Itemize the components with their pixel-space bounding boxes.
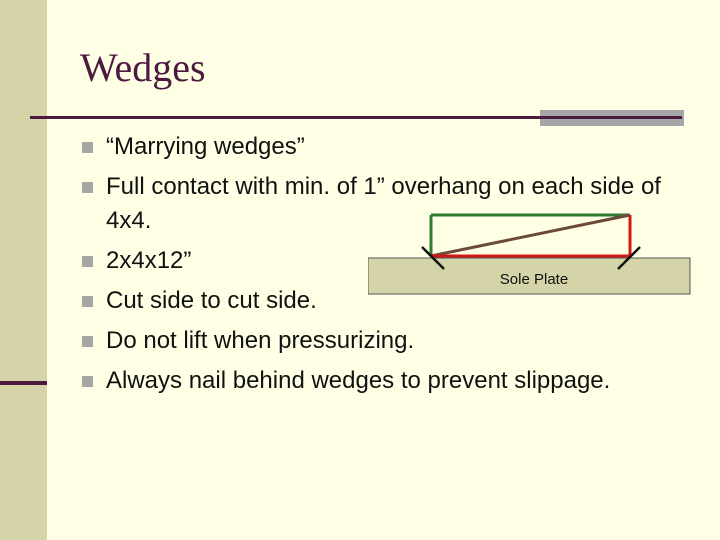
bullet-marker (82, 376, 93, 387)
bullet-text: Always nail behind wedges to prevent sli… (106, 367, 611, 394)
bullet-item: Always nail behind wedges to prevent sli… (80, 364, 616, 398)
wedge-diagram: Sole Plate (368, 213, 691, 295)
bullet-marker (82, 296, 93, 307)
bullet-text: “Marrying wedges” (106, 133, 305, 160)
bullet-item: Full contact with min. of 1” overhang on… (80, 170, 686, 238)
bullet-marker (82, 142, 93, 153)
bullet-marker (82, 256, 93, 267)
bullet-marker (82, 182, 93, 193)
bullet-marker (82, 336, 93, 347)
bullet-text: Do not lift when pressurizing. (106, 327, 415, 354)
bullet-item: “Marrying wedges” (80, 130, 706, 164)
bullet-text: 2x4x12” (106, 247, 192, 274)
title-rule (30, 116, 682, 119)
wedge-left-tick (421, 246, 445, 270)
sole-plate (368, 257, 691, 295)
bullet-item: 2x4x12” (80, 244, 366, 278)
sole-plate-label: Sole Plate (500, 271, 568, 288)
bullet-list: “Marrying wedges” Full contact with min.… (80, 130, 700, 404)
bullet-item: Cut side to cut side. (80, 284, 706, 318)
bullet-text: Cut side to cut side. (106, 287, 317, 314)
side-bar (0, 0, 47, 540)
wedge-right-tick (617, 246, 641, 270)
bullet-text: Full contact with min. of 1” overhang on… (106, 173, 661, 234)
side-bar-accent (0, 381, 47, 385)
bullet-item: Do not lift when pressurizing. (80, 324, 706, 358)
slide-title: Wedges (80, 45, 206, 90)
wedge-diagonal (430, 213, 631, 258)
